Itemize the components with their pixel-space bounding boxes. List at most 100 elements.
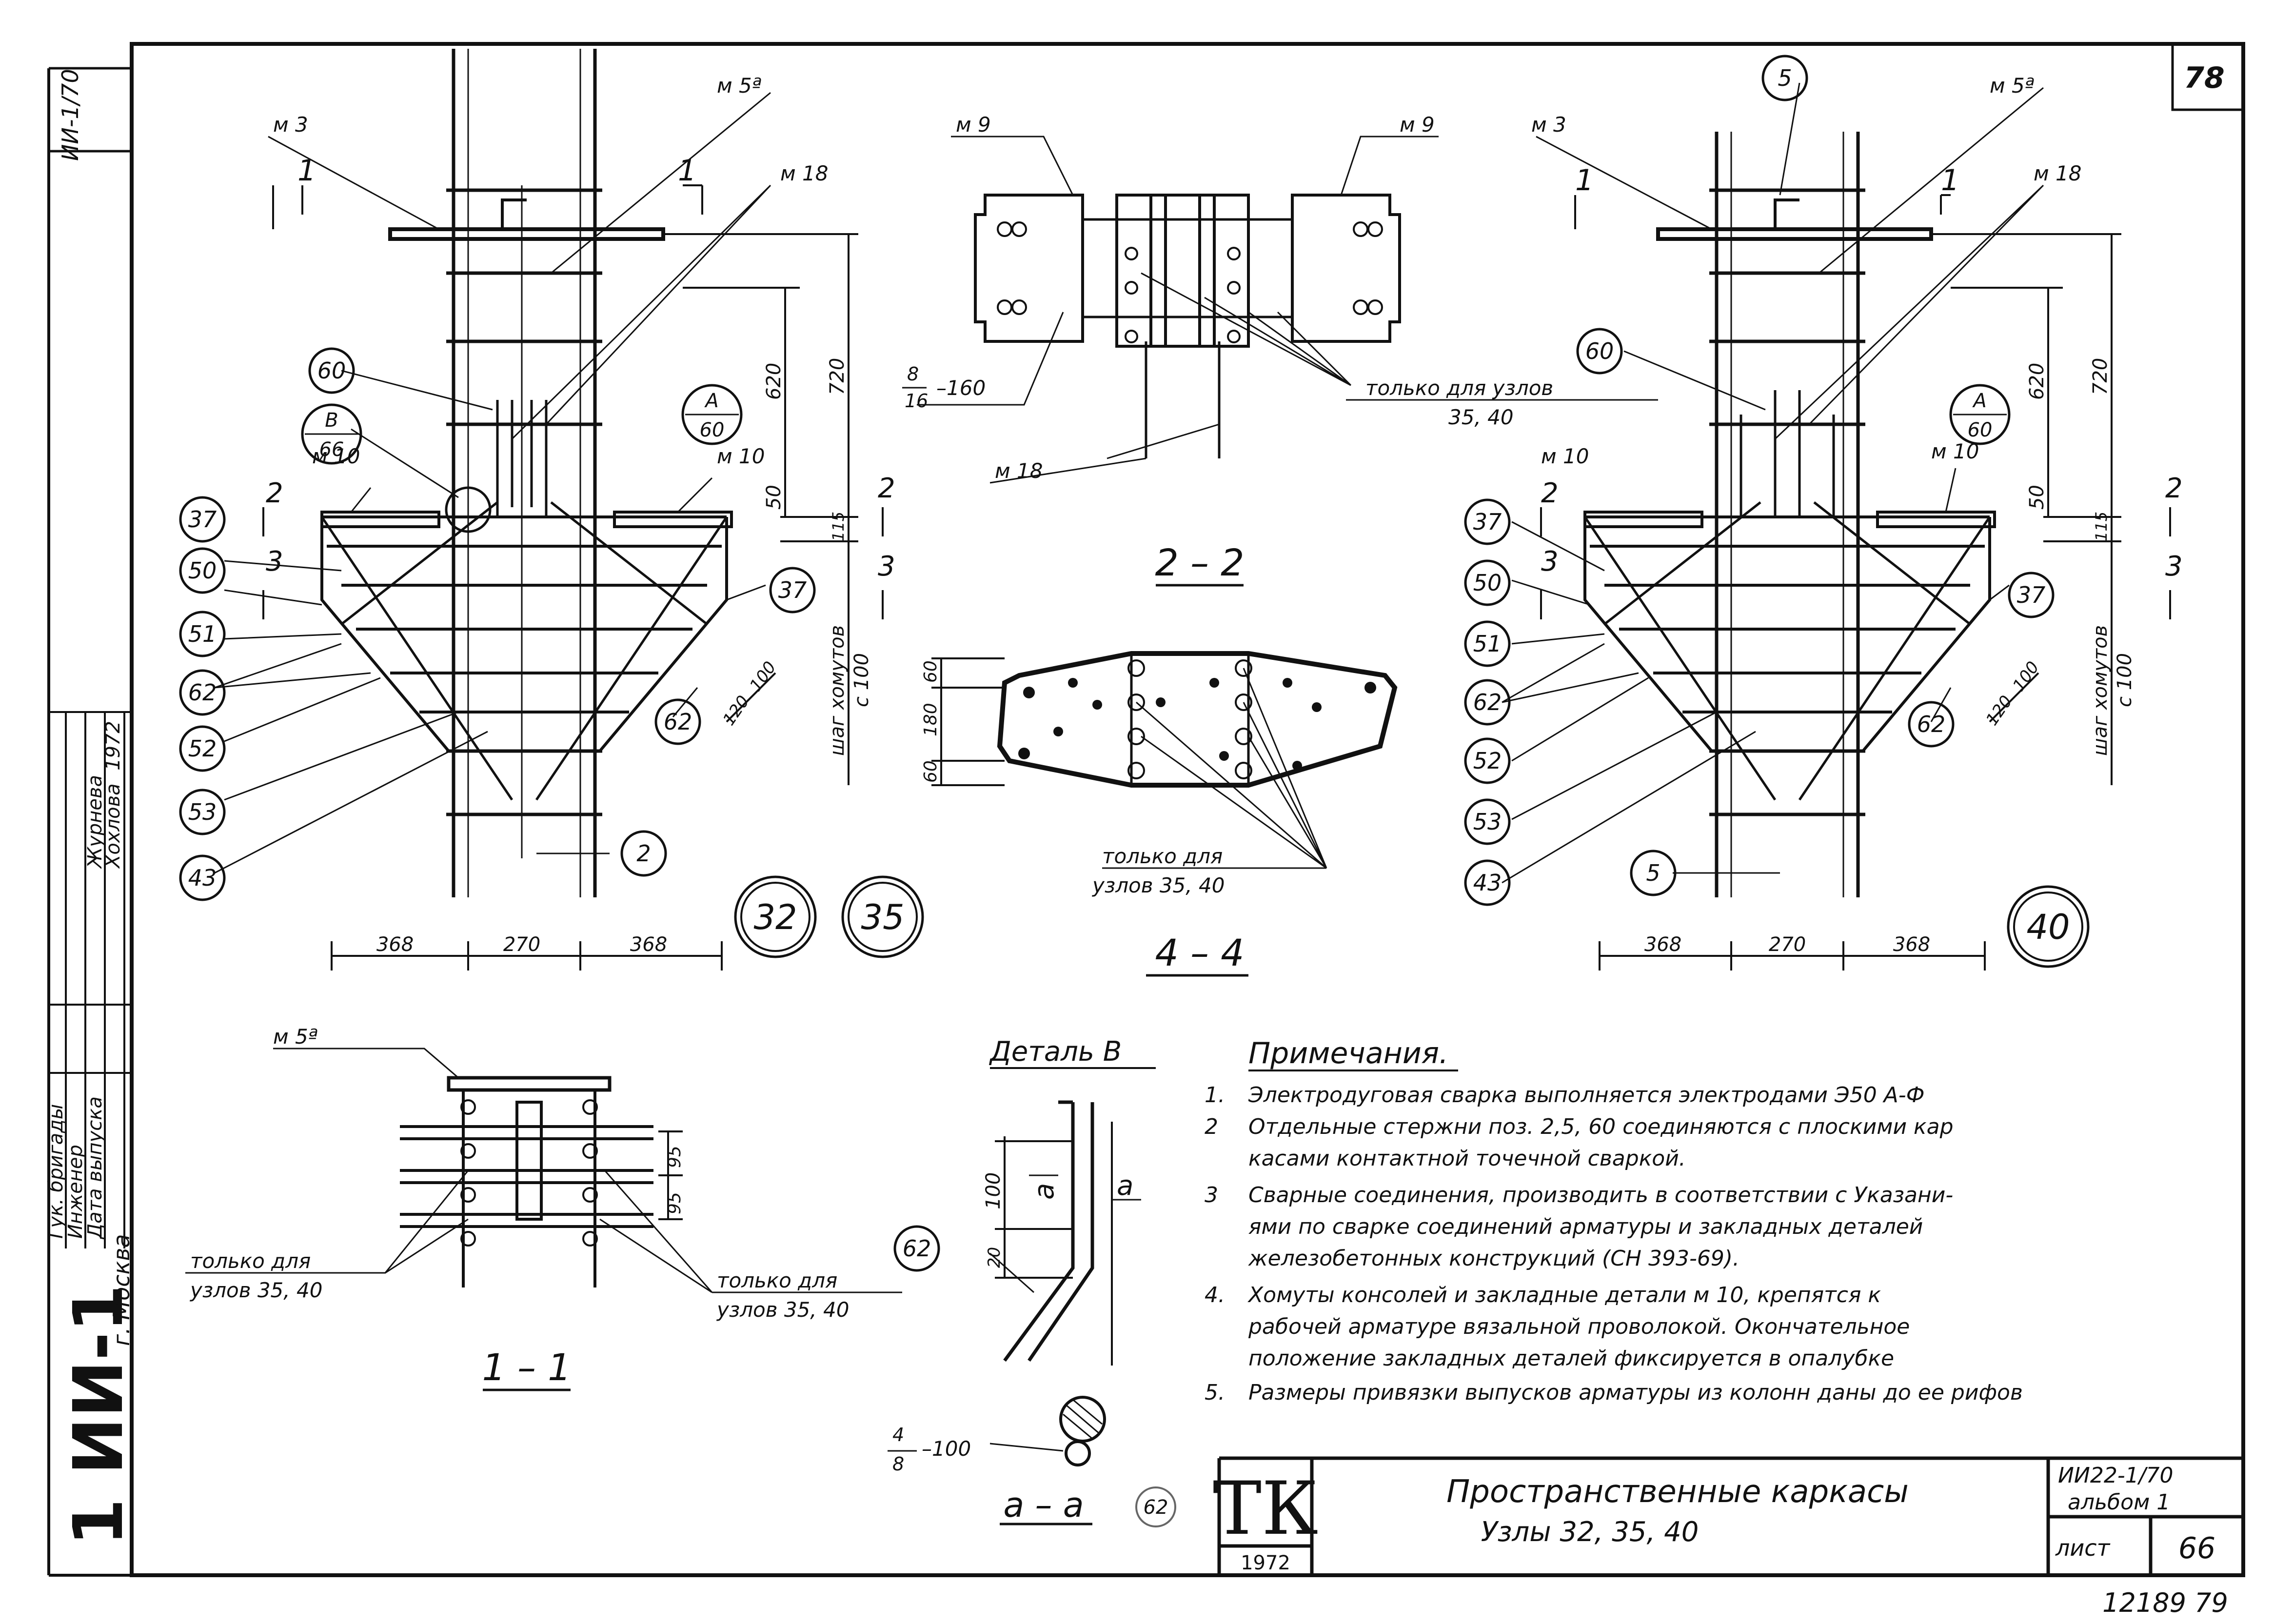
n40-callout-51: 51 [1473, 631, 1502, 657]
plate-m3 [388, 227, 665, 241]
n40-dim-620: 620 [2026, 363, 2048, 400]
s22-note-1: 35, 40 [1448, 405, 1514, 429]
n32-callout-60: 60 [317, 357, 346, 384]
strip-role-0: Гук. бригады [45, 1104, 67, 1239]
note-4-l1: рабочей арматуре вязальной проволокой. О… [1248, 1314, 1910, 1339]
n32-callout-52: 52 [188, 735, 217, 762]
strip-city-2: г. Москва [108, 1234, 135, 1346]
n32-dim-720: 720 [826, 358, 849, 395]
n40-sec-2b: 2 [2165, 473, 2183, 504]
aa-callout: 62 [1144, 1496, 1168, 1519]
strip-name-0: Журнева [84, 775, 106, 870]
n32-stirrup-1: с 100 [850, 653, 873, 707]
section-2-2: 2 – 2 м 9 м 9 м 18 8 16 –160 только для … [902, 113, 1658, 587]
column-rebars [452, 49, 597, 897]
node-32-view: м 3 м 5ª м 18 м 10 м 10 1 1 2 2 3 3 60 3… [179, 49, 924, 970]
n40-callout-50: 50 [1473, 570, 1502, 596]
section-4-4: 60 180 60 только для узлов 35, 40 4 – 4 [921, 651, 1398, 977]
stirrups [446, 188, 602, 816]
n32-node-32: 32 [753, 897, 797, 937]
section-a-a: 4 8 –100 а – а 62 [888, 1396, 1176, 1527]
n40-callout-5b: 5 [1646, 860, 1660, 886]
note-4-l0: Хомуты консолей и закладные детали м 10,… [1247, 1283, 1881, 1307]
n40-dim-720: 720 [2089, 358, 2112, 395]
sheet-frame [47, 42, 2245, 1577]
strip-name-2: 1972 [102, 721, 124, 771]
n40-sec-3a: 3 [1541, 546, 1559, 577]
s44-dim-2: 60 [921, 760, 941, 783]
n40-sec-1a: 1 [1575, 163, 1594, 198]
n40-dim-270: 270 [1769, 933, 1806, 956]
n32-callout-62a: 62 [188, 679, 217, 706]
s11-title: 1 – 1 [482, 1346, 571, 1389]
n32-mark-m5: м 5ª [717, 74, 762, 98]
node40-callouts [1464, 55, 2090, 968]
note-3-num: 3 [1205, 1183, 1218, 1208]
tb-code: ИИ22-1/70 [2058, 1463, 2174, 1488]
n40-mark-m10b: м 10 [1931, 439, 1979, 463]
n32-dim-368b: 368 [630, 933, 667, 956]
bottom-stamp: 12189 79 [2102, 1587, 2228, 1618]
n32-dim-368a: 368 [376, 933, 414, 956]
s44-dim-1: 180 [921, 703, 941, 736]
strip-name-1b: Хохлова [102, 783, 124, 869]
n40-callout-62a: 62 [1473, 689, 1502, 715]
s22-mark-m18: м 18 [995, 459, 1043, 483]
n40-mark-m10a: м 10 [1541, 444, 1589, 468]
s22-title: 2 – 2 [1155, 541, 1244, 584]
n32-dim-100: 100 [746, 658, 780, 695]
note-5-l0: Размеры привязки выпусков арматуры из ко… [1248, 1380, 2023, 1405]
n32-callout-50: 50 [188, 557, 217, 584]
n32-callout-2: 2 [636, 840, 651, 867]
s11-dim-1: 95 [665, 1192, 685, 1214]
n40-callout-37a: 37 [1473, 509, 1502, 535]
n40-node-40: 40 [2026, 907, 2070, 947]
n32-callout-53: 53 [188, 799, 217, 825]
tb-title: Пространственные каркасы [1446, 1474, 1909, 1510]
n32-detailB-top: В [325, 409, 338, 432]
n40-mark-m18: м 18 [2034, 161, 2081, 185]
n32-callout-62b: 62 [664, 709, 692, 735]
note-4-l2: положение закладных деталей фиксируется … [1248, 1346, 1894, 1371]
note-5-num: 5. [1205, 1380, 1225, 1405]
s22-mark-m9b: м 9 [1400, 113, 1435, 137]
tb-sheet-value: 66 [2178, 1531, 2215, 1565]
aa-weld-len: –100 [922, 1437, 971, 1461]
n32-callout-37a: 37 [188, 506, 217, 533]
n40-detailA-top: А [1972, 390, 1986, 412]
n32-sec-1b: 1 [678, 154, 696, 188]
note-2-num: 2 [1205, 1114, 1218, 1139]
n40-callout-62b: 62 [1917, 711, 1946, 737]
n32-callout-51: 51 [188, 621, 217, 647]
n32-dim-270: 270 [503, 933, 540, 956]
s11-note-right-1: узлов 35, 40 [716, 1298, 849, 1322]
detailB-dim-100: 100 [982, 1172, 1005, 1209]
title-block: ТК 1972 Пространственные каркасы Узлы 32… [1213, 1456, 2243, 1575]
n40-callout-5a: 5 [1778, 65, 1792, 91]
n40-sec-2a: 2 [1541, 477, 1559, 509]
note-4-num: 4. [1205, 1283, 1225, 1307]
n32-mark-m3: м 3 [273, 113, 308, 137]
n40-sec-1b: 1 [1941, 163, 1959, 198]
n40-mark-m5: м 5ª [1990, 74, 2035, 98]
note-3-l1: ями по сварке соединений арматуры и закл… [1248, 1214, 1923, 1239]
tb-subtitle: Узлы 32, 35, 40 [1481, 1516, 1699, 1548]
s11-dim-0: 95 [665, 1146, 685, 1168]
aa-weld-num: 4 [892, 1424, 904, 1446]
detailB-callout: 62 [903, 1235, 931, 1262]
strip-role-2: Дата выпуска [84, 1096, 106, 1240]
n40-dim-115: 115 [2092, 512, 2111, 541]
note-3-l0: Сварные соединения, производить в соотве… [1248, 1183, 1953, 1208]
n32-mark-m10b: м 10 [717, 444, 765, 468]
n40-callout-52: 52 [1473, 748, 1502, 774]
hook [501, 198, 527, 229]
n32-sec-2a: 2 [266, 477, 283, 509]
n32-dim-620: 620 [763, 363, 785, 400]
n32-mark-m10a: м 10 [312, 444, 360, 468]
n40-dim-100: 100 [2009, 658, 2043, 695]
detailB-dim-20: 20 [985, 1247, 1004, 1268]
s44-dim-0: 60 [921, 660, 941, 683]
left-strip: ИИ-1/70 Гук. бригады Инженер Дата выпуск… [45, 69, 138, 1546]
note-3-l2: железобетонных конструкций (СН 393-69). [1248, 1246, 1740, 1271]
